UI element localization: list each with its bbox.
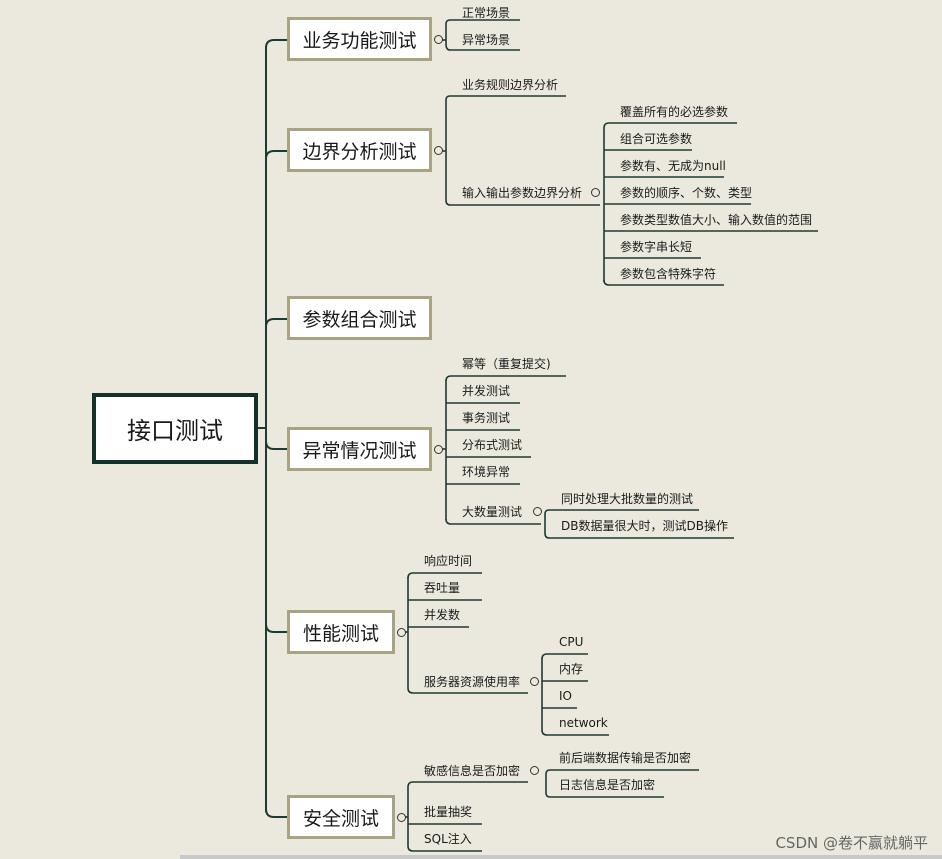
leaf-node[interactable]: CPU	[559, 635, 584, 649]
connector-line	[544, 509, 699, 515]
node-response-time[interactable]: 响应时间	[424, 554, 473, 568]
connector-line	[265, 440, 287, 450]
connector-line	[603, 122, 737, 129]
leaf-node[interactable]: 参数的顺序、个数、类型	[620, 186, 753, 200]
connector-line	[407, 687, 528, 694]
leaf-node[interactable]: IO	[559, 689, 572, 703]
connector-line	[407, 845, 482, 852]
collapse-toggle-icon[interactable]	[397, 813, 406, 822]
leaf-node[interactable]: DB数据量很大时，测试DB操作	[561, 519, 728, 533]
branch-label: 边界分析测试	[302, 140, 417, 163]
node-sql-injection[interactable]: SQL注入	[424, 832, 472, 846]
node-idempotent[interactable]: 幂等（重复提交)	[462, 357, 551, 371]
connector-line	[265, 623, 287, 633]
leaf-node[interactable]: 前后端数据传输是否加密	[559, 751, 692, 765]
collapse-toggle-icon[interactable]	[533, 507, 542, 516]
connector-line	[445, 95, 566, 101]
connector-line	[541, 729, 609, 736]
branch-label: 性能测试	[302, 622, 379, 645]
connector-line	[407, 572, 482, 579]
branch-boundary-analysis[interactable]: 边界分析测试	[287, 128, 432, 172]
connector-line	[545, 769, 699, 775]
root-label: 接口测试	[127, 417, 223, 445]
connector-line	[407, 781, 528, 788]
collapse-toggle-icon[interactable]	[530, 677, 539, 686]
branch-label: 安全测试	[302, 807, 379, 830]
connector-line	[265, 150, 287, 160]
connector-line	[603, 279, 724, 286]
branch-param-combination[interactable]: 参数组合测试	[287, 296, 432, 340]
connector-line	[541, 653, 588, 660]
node-io-param-boundary[interactable]: 输入输出参数边界分析	[462, 186, 583, 200]
node-distributed-test[interactable]: 分布式测试	[462, 438, 523, 452]
leaf-node[interactable]: 参数有、无成为null	[620, 159, 726, 173]
collapse-toggle-icon[interactable]	[530, 766, 539, 775]
connector-line	[445, 375, 566, 382]
branch-label: 异常情况测试	[302, 439, 417, 462]
node-server-resource[interactable]: 服务器资源使用率	[424, 675, 521, 689]
connector-line	[545, 792, 664, 798]
node-throughput[interactable]: 吞吐量	[424, 581, 461, 595]
node-transaction-test[interactable]: 事务测试	[462, 411, 511, 425]
node-normal-scenario[interactable]: 正常场景	[462, 6, 511, 20]
collapse-toggle-icon[interactable]	[434, 445, 443, 454]
connector-line	[445, 43, 520, 51]
node-batch-lottery[interactable]: 批量抽奖	[424, 805, 473, 819]
collapse-toggle-icon[interactable]	[434, 146, 443, 155]
node-env-exception[interactable]: 环境异常	[462, 465, 511, 479]
connector-line	[544, 532, 734, 539]
leaf-node[interactable]: 组合可选参数	[620, 132, 693, 146]
leaf-node[interactable]: 内存	[559, 662, 584, 676]
branch-business-function[interactable]: 业务功能测试	[287, 17, 432, 61]
node-concurrency-count[interactable]: 并发数	[424, 608, 461, 622]
branch-label: 参数组合测试	[302, 308, 417, 331]
node-sensitive-encryption[interactable]: 敏感信息是否加密	[424, 764, 521, 778]
branch-performance[interactable]: 性能测试	[287, 610, 395, 654]
watermark: CSDN @卷不赢就躺平	[775, 834, 928, 852]
collapse-toggle-icon[interactable]	[434, 35, 443, 44]
connector-line	[265, 318, 287, 328]
leaf-node[interactable]: 覆盖所有的必选参数	[620, 105, 729, 119]
connector-line	[445, 518, 541, 525]
node-business-rule-boundary[interactable]: 业务规则边界分析	[462, 78, 559, 92]
branch-label: 业务功能测试	[302, 29, 417, 52]
scrollbar-track[interactable]	[180, 855, 942, 859]
node-abnormal-scenario[interactable]: 异常场景	[462, 33, 511, 47]
leaf-node[interactable]: 同时处理大批数量的测试	[561, 492, 694, 506]
collapse-toggle-icon[interactable]	[397, 628, 406, 637]
leaf-node[interactable]: network	[559, 716, 608, 730]
node-large-volume-test[interactable]: 大数量测试	[462, 505, 523, 519]
collapse-toggle-icon[interactable]	[591, 188, 600, 197]
connector-line	[265, 39, 287, 49]
leaf-node[interactable]: 参数类型数值大小、输入数值的范围	[620, 213, 813, 227]
node-concurrency-test[interactable]: 并发测试	[462, 384, 511, 398]
branch-exception[interactable]: 异常情况测试	[287, 427, 432, 471]
branch-security[interactable]: 安全测试	[287, 795, 395, 839]
connector-line	[265, 808, 287, 818]
root-node[interactable]: 接口测试	[92, 393, 258, 464]
leaf-node[interactable]: 日志信息是否加密	[559, 778, 656, 792]
leaf-node[interactable]: 参数字串长短	[620, 240, 693, 254]
leaf-node[interactable]: 参数包含特殊字符	[620, 267, 717, 281]
connector-line	[445, 19, 520, 25]
connector-line	[445, 199, 600, 206]
